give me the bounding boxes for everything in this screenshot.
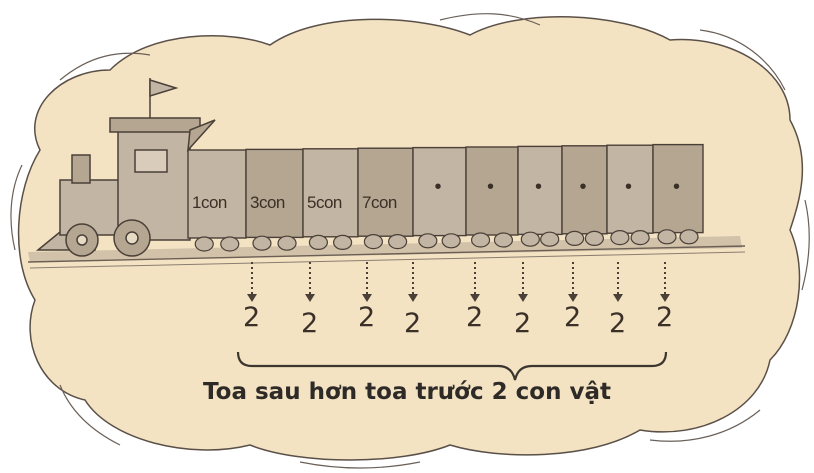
difference-label: 2 [514, 308, 531, 339]
wheel [566, 231, 584, 245]
difference-label: 2 [358, 302, 375, 333]
caption: Toa sau hơn toa trước 2 con vật [0, 379, 814, 405]
wagon-label: • [673, 176, 680, 199]
wheel [680, 230, 698, 244]
wheel [541, 232, 559, 246]
difference-label: 2 [404, 308, 421, 339]
difference-label: 2 [656, 302, 673, 333]
wheel [611, 231, 629, 245]
difference-label: 2 [301, 308, 318, 339]
wheel [521, 232, 539, 246]
wheel [389, 235, 407, 249]
wheel [309, 235, 327, 249]
difference-label: 2 [609, 308, 626, 339]
difference-label: 2 [564, 302, 581, 333]
wheel [472, 233, 490, 247]
difference-label: 2 [466, 302, 483, 333]
wheel [195, 237, 213, 251]
wheel [494, 233, 512, 247]
wheel [658, 230, 676, 244]
wagon-label: • [535, 176, 542, 199]
wheel [253, 236, 271, 250]
wheel [364, 235, 382, 249]
wagon-label: • [580, 176, 587, 199]
wheel [631, 231, 649, 245]
wagon-label: 1con [192, 193, 227, 213]
wagon-label: • [435, 176, 442, 199]
difference-label: 2 [243, 302, 260, 333]
wheel [585, 231, 603, 245]
wheel [419, 234, 437, 248]
wagon-label: • [487, 176, 494, 199]
wagon-label: • [625, 176, 632, 199]
wagon-label: 5con [307, 193, 342, 213]
wheel [221, 237, 239, 251]
wheel [278, 236, 296, 250]
wheel [442, 234, 460, 248]
wagon-label: 7con [362, 193, 397, 213]
wagon-label: 3con [250, 193, 285, 213]
wheel [334, 235, 352, 249]
